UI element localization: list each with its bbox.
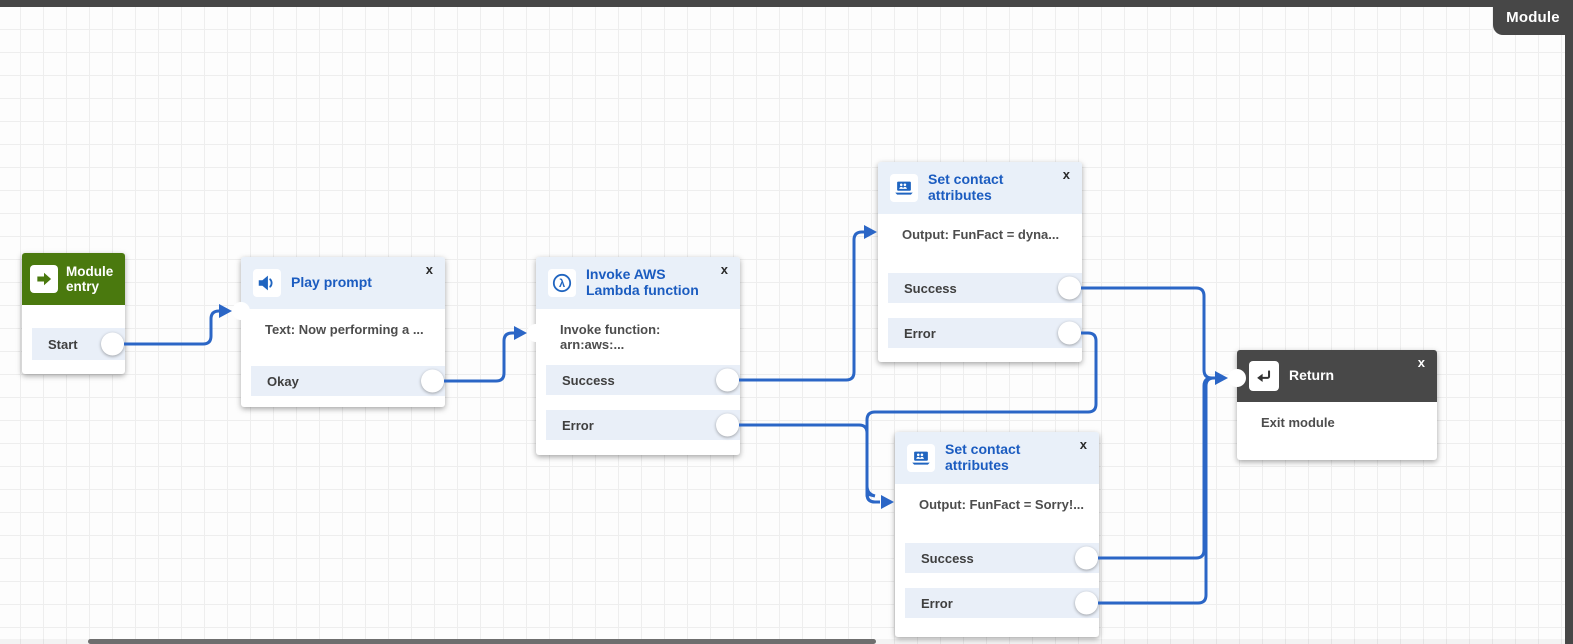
close-icon[interactable]: x [720, 262, 728, 277]
output-row-error[interactable]: Error [905, 588, 1099, 618]
close-icon[interactable]: x [1062, 167, 1070, 182]
node-play-prompt[interactable]: x Play prompt Text: Now performing a ...… [241, 257, 445, 407]
lambda-icon: λ [548, 269, 576, 297]
contact-attributes-icon [907, 444, 935, 472]
node-title: Set contact attributes [928, 171, 1004, 203]
output-label: Success [921, 550, 974, 566]
canvas-top-edge [0, 0, 1573, 7]
invoke-lambda-header: λ Invoke AWS Lambda function [536, 257, 740, 309]
output-row-okay[interactable]: Okay [251, 366, 445, 396]
output-row-start[interactable]: Start [32, 328, 125, 360]
node-title: Play prompt [291, 274, 372, 291]
node-title: Return [1289, 367, 1335, 384]
node-body-text: Invoke function: arn:aws:... [560, 322, 661, 352]
play-prompt-header: Play prompt [241, 257, 445, 309]
connection-port[interactable] [1075, 591, 1098, 615]
horizontal-scrollbar-thumb[interactable] [88, 639, 876, 644]
output-label: Start [48, 336, 78, 352]
output-label: Okay [267, 373, 299, 389]
output-row-error[interactable]: Error [546, 410, 740, 440]
connection-port[interactable] [101, 332, 124, 356]
node-body-text: Text: Now performing a ... [265, 322, 424, 337]
connection-port[interactable] [716, 368, 739, 392]
node-body-text: Exit module [1261, 415, 1335, 430]
node-title: Module entry [66, 263, 114, 294]
connection-port[interactable] [1075, 546, 1098, 570]
node-body-text: Output: FunFact = dyna... [902, 227, 1060, 242]
output-label: Error [904, 325, 936, 341]
set-contact-header: Set contact attributes [895, 432, 1099, 484]
node-set-contact-attributes-1[interactable]: x Set contact attributes Output: FunFact… [878, 162, 1082, 362]
output-label: Success [904, 280, 957, 296]
node-invoke-lambda[interactable]: x λ Invoke AWS Lambda function Invoke fu… [536, 257, 740, 455]
node-set-contact-attributes-2[interactable]: x Set contact attributes Output: FunFact… [895, 432, 1099, 637]
output-label: Success [562, 372, 615, 388]
connection-port[interactable] [1058, 276, 1081, 300]
svg-text:λ: λ [559, 278, 565, 290]
node-title: Invoke AWS Lambda function [586, 266, 699, 298]
speaker-icon [253, 269, 281, 297]
set-contact-header: Set contact attributes [878, 162, 1082, 214]
return-arrow-icon [1249, 361, 1279, 391]
arrow-right-icon [30, 265, 58, 293]
close-icon[interactable]: x [1079, 437, 1087, 452]
module-tab: Module [1493, 0, 1573, 35]
node-title: Set contact attributes [945, 441, 1021, 473]
node-module-entry[interactable]: Module entry Start [22, 253, 125, 374]
connection-port[interactable] [1058, 321, 1081, 345]
return-header: Return [1237, 350, 1437, 402]
close-icon[interactable]: x [1417, 355, 1425, 370]
contact-attributes-icon [890, 174, 918, 202]
vertical-scrollbar[interactable] [1565, 0, 1573, 644]
output-row-success[interactable]: Success [905, 543, 1099, 573]
connection-port[interactable] [716, 413, 739, 437]
output-row-success[interactable]: Success [546, 365, 740, 395]
close-icon[interactable]: x [425, 262, 433, 277]
output-row-error[interactable]: Error [888, 318, 1082, 348]
output-label: Error [921, 595, 953, 611]
connection-port[interactable] [421, 369, 444, 393]
node-return[interactable]: x Return Exit module [1237, 350, 1437, 460]
output-row-success[interactable]: Success [888, 273, 1082, 303]
module-entry-header: Module entry [22, 253, 125, 305]
node-body-text: Output: FunFact = Sorry!... [919, 497, 1085, 512]
output-label: Error [562, 417, 594, 433]
